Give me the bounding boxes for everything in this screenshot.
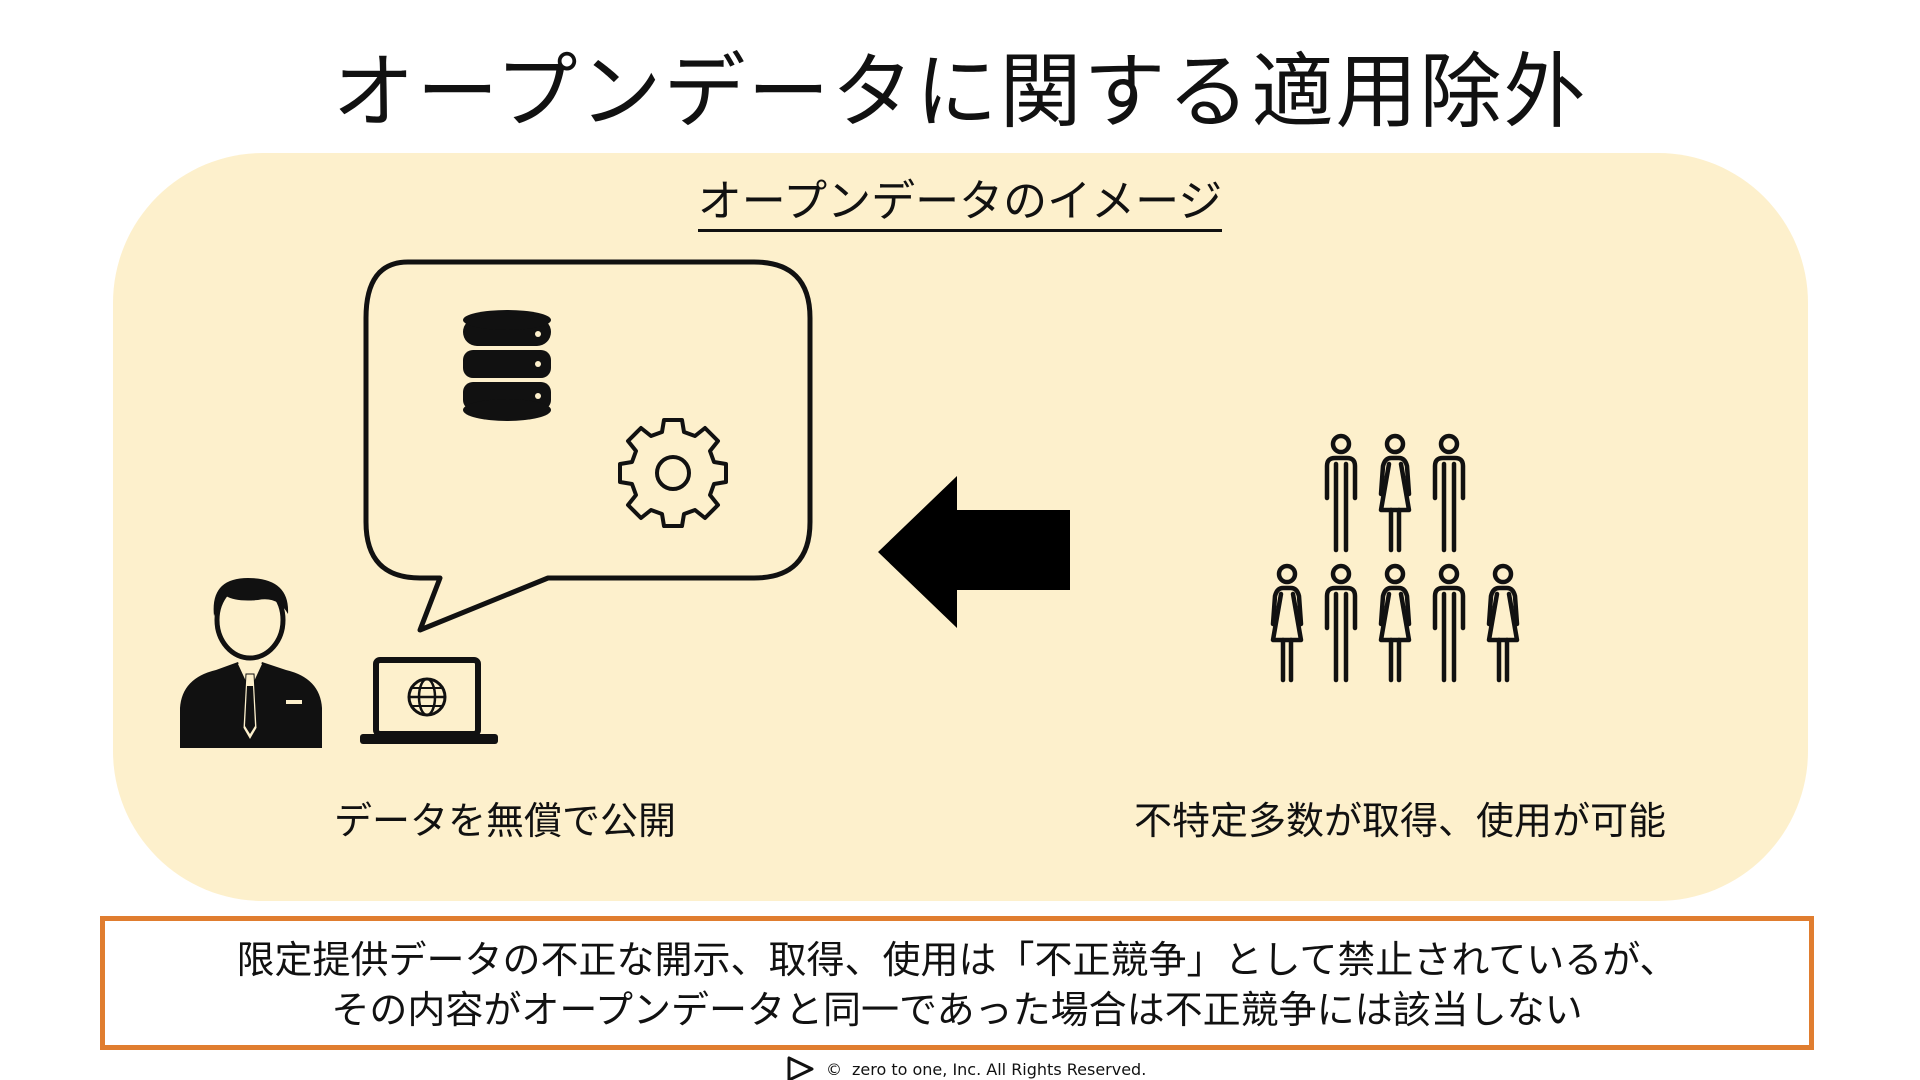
speech-bubble-icon bbox=[363, 259, 813, 633]
people-group-icon bbox=[1270, 433, 1520, 683]
left-arrow-icon bbox=[878, 476, 1070, 628]
play-logo-icon bbox=[787, 1056, 814, 1080]
publisher-caption: データを無償で公開 bbox=[333, 799, 676, 843]
laptop-globe-icon bbox=[360, 657, 498, 744]
notice-line-1: 限定提供データの不正な開示、取得、使用は「不正競争」として禁止されているが、 bbox=[236, 938, 1678, 982]
panel-subtitle: オープンデータのイメージ bbox=[0, 172, 1920, 232]
notice-line-2: その内容がオープンデータと同一であった場合は不正競争には該当しない bbox=[331, 988, 1583, 1032]
slide-title: オープンデータに関する適用除外 bbox=[332, 45, 1588, 140]
panel-subtitle-text: オープンデータのイメージ bbox=[697, 176, 1223, 232]
database-icon bbox=[463, 310, 551, 421]
footer: © zero to one, Inc. All Rights Reserved. bbox=[786, 1056, 1146, 1080]
businessman-icon bbox=[180, 578, 322, 748]
gear-icon bbox=[618, 418, 728, 528]
notice-box: 限定提供データの不正な開示、取得、使用は「不正競争」として禁止されているが、 そ… bbox=[100, 916, 1814, 1050]
copyright-symbol: © bbox=[826, 1059, 842, 1079]
copyright-text: zero to one, Inc. All Rights Reserved. bbox=[852, 1059, 1147, 1079]
users-caption: 不特定多数が取得、使用が可能 bbox=[1133, 799, 1666, 843]
